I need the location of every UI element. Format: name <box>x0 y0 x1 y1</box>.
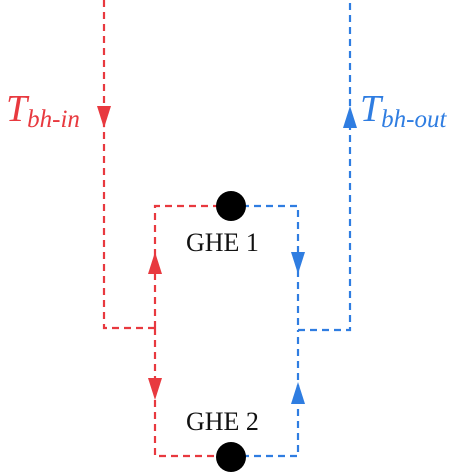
ghe1-label: GHE 1 <box>186 228 259 257</box>
outlet-return-line <box>298 0 352 332</box>
inlet-subscript: bh-in <box>27 106 80 133</box>
ghe1-return-down-arrow <box>291 252 305 274</box>
inlet-down-arrow <box>97 106 111 128</box>
inlet-supply-line <box>102 0 155 330</box>
ghe2-down-arrow <box>148 378 162 400</box>
ghe1-up-arrow <box>148 252 162 274</box>
ghe2-outlet-branch <box>230 330 300 458</box>
outlet-symbol: T <box>360 88 382 130</box>
ghe2-node <box>216 442 246 472</box>
outlet-temperature-label: Tbh-out <box>360 90 446 132</box>
ghe2-return-up-arrow <box>291 382 305 404</box>
ghe1-node <box>216 191 246 221</box>
inlet-symbol: T <box>6 88 28 130</box>
outlet-up-arrow <box>343 106 357 128</box>
ghe1-inlet-branch <box>153 204 230 328</box>
outlet-subscript: bh-out <box>381 106 447 133</box>
ghe2-inlet-branch <box>153 328 230 458</box>
inlet-temperature-label: Tbh-in <box>6 90 80 132</box>
ghe1-outlet-branch <box>230 204 300 330</box>
ghe2-label: GHE 2 <box>186 407 259 436</box>
